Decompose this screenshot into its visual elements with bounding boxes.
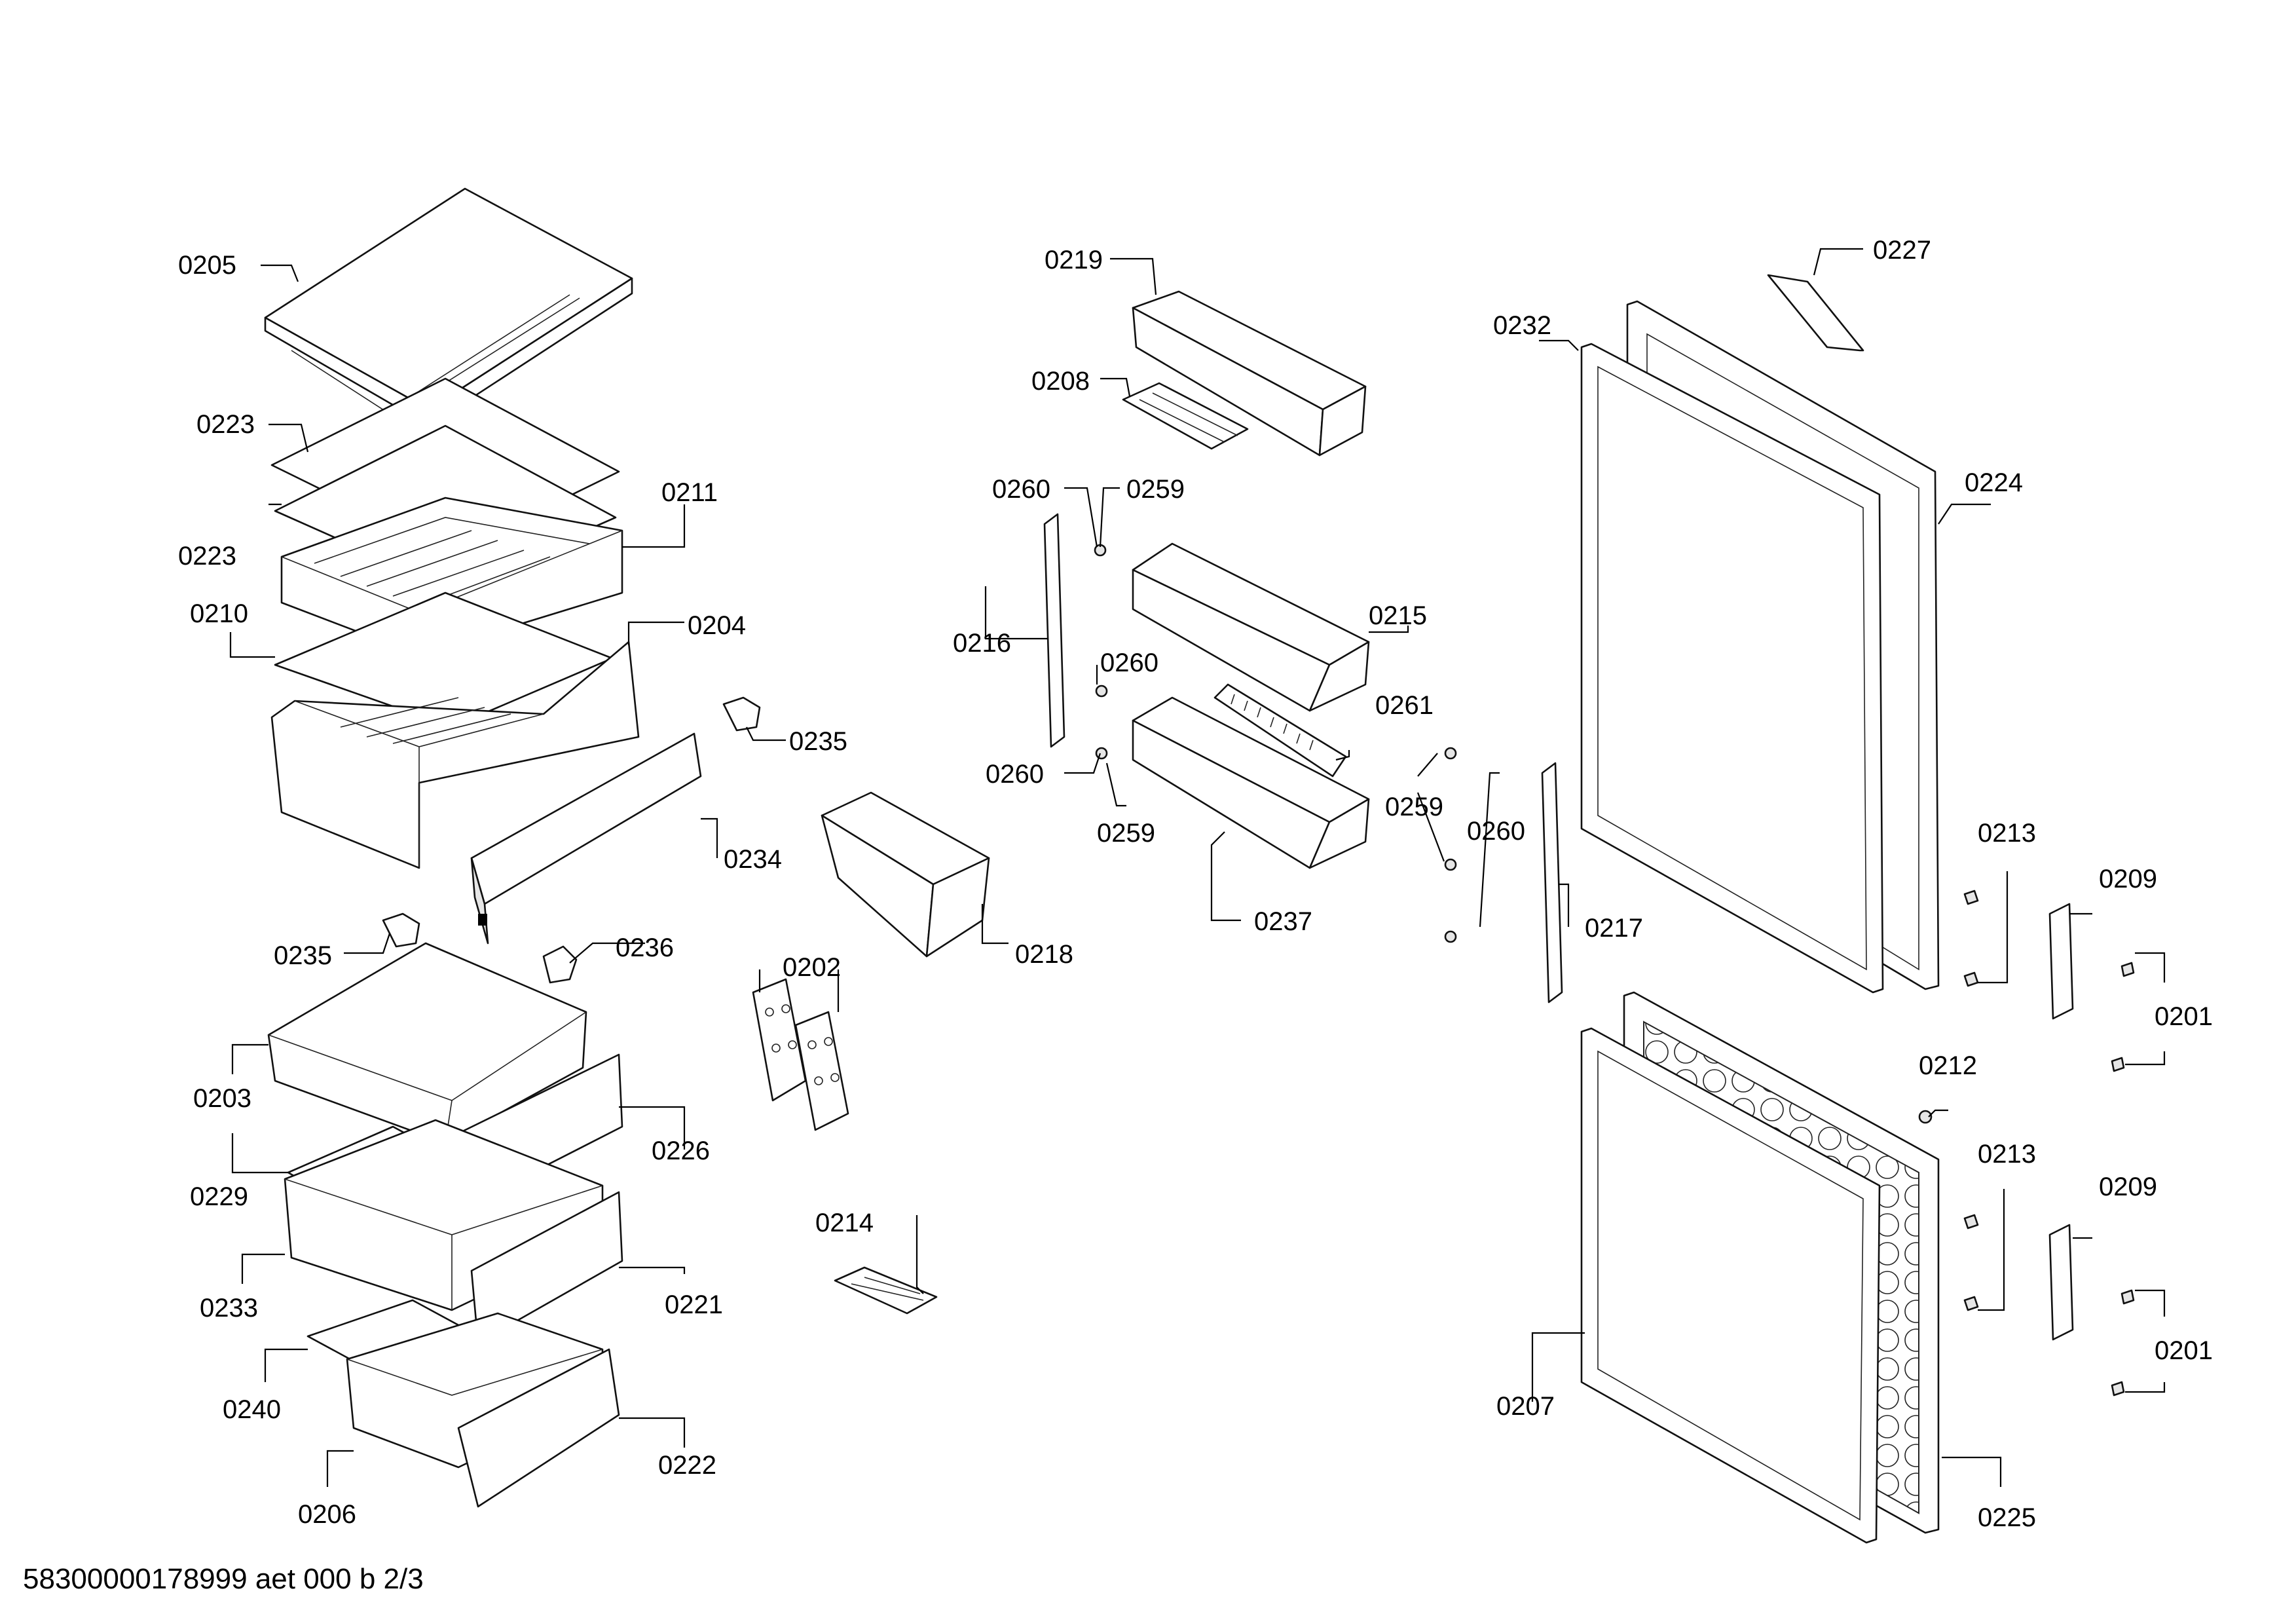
part-0211-tray bbox=[280, 497, 623, 656]
leader-lines bbox=[229, 248, 2166, 1487]
part-0233-drawer-middle bbox=[284, 1119, 623, 1344]
part-0234-front-panel bbox=[470, 732, 702, 945]
label-0211: 0211 bbox=[661, 478, 718, 507]
part-0213-0212-0201-small-parts bbox=[1918, 890, 2135, 1397]
label-0259-c: 0259 bbox=[1385, 793, 1443, 821]
label-0208: 0208 bbox=[1031, 367, 1090, 396]
part-0202-cooling-pack-right bbox=[794, 1011, 849, 1131]
label-0240: 0240 bbox=[223, 1395, 281, 1424]
label-0216: 0216 bbox=[953, 629, 1011, 658]
part-0208-egg-tray bbox=[1122, 382, 1249, 450]
part-0259-0260-screws bbox=[1094, 544, 1457, 943]
label-0205: 0205 bbox=[178, 251, 236, 280]
label-0212: 0212 bbox=[1919, 1051, 1977, 1080]
label-0213-a: 0213 bbox=[1978, 819, 2036, 848]
label-0226: 0226 bbox=[652, 1136, 710, 1165]
label-0207: 0207 bbox=[1496, 1392, 1555, 1421]
label-0223-a: 0223 bbox=[196, 410, 255, 439]
label-0201-b: 0201 bbox=[2155, 1336, 2213, 1365]
part-0236-clip bbox=[542, 945, 578, 984]
label-0204: 0204 bbox=[688, 611, 746, 640]
part-labels: 0205 0223 0223 0211 0210 0204 0235 0234 … bbox=[178, 236, 2213, 1532]
label-0260-b: 0260 bbox=[1100, 648, 1158, 677]
label-0223-b: 0223 bbox=[178, 542, 236, 571]
part-0227-label bbox=[1767, 274, 1864, 352]
label-0224: 0224 bbox=[1965, 468, 2023, 497]
part-0261-divider bbox=[1213, 683, 1347, 778]
label-0214: 0214 bbox=[815, 1209, 874, 1237]
label-0260-d: 0260 bbox=[1467, 817, 1525, 846]
label-0219: 0219 bbox=[1045, 246, 1103, 274]
label-0234: 0234 bbox=[724, 845, 782, 874]
part-0215-door-shelf bbox=[1132, 542, 1370, 712]
part-0216-side-strip bbox=[1043, 513, 1065, 748]
part-0209-handles bbox=[2048, 903, 2074, 1341]
label-0203: 0203 bbox=[193, 1084, 251, 1113]
part-0217-side-strip bbox=[1541, 762, 1563, 1004]
label-0235-a: 0235 bbox=[789, 727, 847, 756]
label-0260-c: 0260 bbox=[986, 760, 1044, 789]
label-0215: 0215 bbox=[1369, 601, 1427, 630]
label-0206: 0206 bbox=[298, 1500, 356, 1529]
label-0209-a: 0209 bbox=[2099, 865, 2157, 893]
part-0218-bin bbox=[821, 791, 990, 958]
label-0201-a: 0201 bbox=[2155, 1002, 2213, 1031]
label-0232: 0232 bbox=[1493, 311, 1551, 340]
label-0229: 0229 bbox=[190, 1182, 248, 1211]
label-0210: 0210 bbox=[190, 599, 248, 628]
part-0214-ice-tray bbox=[834, 1266, 938, 1315]
label-0259-b: 0259 bbox=[1097, 819, 1155, 848]
part-0219-bottle-rack bbox=[1132, 290, 1367, 457]
label-0217: 0217 bbox=[1585, 914, 1643, 943]
label-0221: 0221 bbox=[665, 1290, 723, 1319]
label-0213-b: 0213 bbox=[1978, 1140, 2036, 1169]
label-0209-b: 0209 bbox=[2099, 1173, 2157, 1201]
part-0235-clip-upper bbox=[722, 696, 761, 732]
label-0260-a: 0260 bbox=[992, 475, 1050, 504]
label-0261: 0261 bbox=[1375, 691, 1434, 720]
label-0237: 0237 bbox=[1254, 907, 1312, 936]
label-0222: 0222 bbox=[658, 1451, 716, 1480]
label-0233: 0233 bbox=[200, 1294, 258, 1323]
part-0204-crisper-frame bbox=[270, 641, 640, 869]
label-0259-a: 0259 bbox=[1126, 475, 1185, 504]
label-0227: 0227 bbox=[1873, 236, 1931, 265]
label-0218: 0218 bbox=[1015, 940, 1073, 969]
label-0235-b: 0235 bbox=[274, 941, 332, 970]
part-0235-clip-lower bbox=[382, 912, 420, 948]
part-0206-drawer-lower bbox=[346, 1312, 620, 1508]
label-0202: 0202 bbox=[783, 953, 841, 982]
part-0207-freezer-gasket bbox=[1580, 1027, 1881, 1544]
document-id-footer: 58300000178999 aet 000 b 2/3 bbox=[23, 1563, 424, 1595]
part-0237-door-shelf bbox=[1132, 696, 1370, 869]
label-0236: 0236 bbox=[616, 933, 674, 962]
label-0225: 0225 bbox=[1978, 1503, 2036, 1532]
part-0232-door-gasket bbox=[1580, 343, 1884, 994]
